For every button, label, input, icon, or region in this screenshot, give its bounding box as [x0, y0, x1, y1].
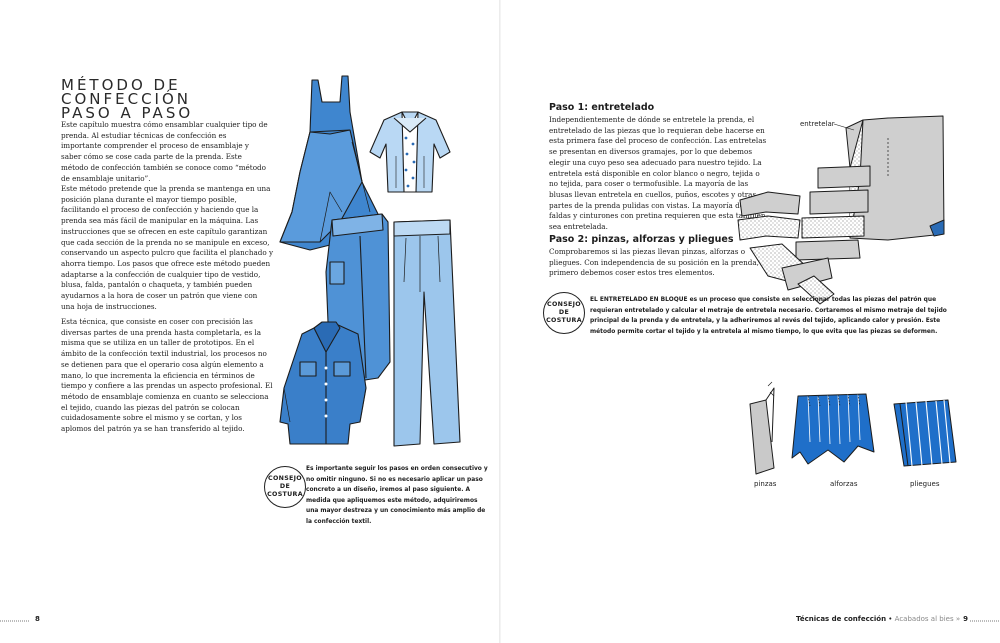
badge-line: COSTURA [267, 491, 303, 498]
step-2-heading: Paso 2: pinzas, alforzas y pliegues [549, 234, 734, 245]
footer-hatch [970, 620, 1000, 622]
running-footer-right: Técnicas de confección • Acabados al bie… [796, 615, 968, 623]
sewing-tip-text: Es importante seguir los pasos en orden … [306, 466, 488, 525]
footer-section: Técnicas de confección [796, 615, 887, 623]
page-gutter [499, 0, 501, 643]
blouse-drawing [369, 111, 451, 193]
badge-line: CONSEJO [547, 301, 581, 308]
badge-line: COSTURA [546, 317, 582, 324]
step-1-text: Independientemente de dónde se entretele… [549, 115, 767, 232]
trousers-drawing [393, 219, 461, 447]
badge-line: CONSEJO [268, 475, 302, 482]
darts-label: pinzas [754, 480, 777, 488]
intro-paragraph: Este capítulo muestra cómo ensamblar cua… [61, 120, 268, 183]
interface-label: entretelar [800, 120, 835, 128]
title-line: CONFECCIÓN [61, 90, 192, 109]
footer-separator: • [886, 615, 895, 623]
block-fusing-tip-text: EL ENTRETELADO EN BLOQUE es un proceso q… [590, 297, 947, 335]
footer-hatch [0, 620, 30, 622]
badge-line: DE [279, 483, 291, 490]
interfacing-illustration: entretelar [737, 115, 945, 305]
step-2-text: Comprobaremos si las piezas llevan pinza… [549, 247, 759, 278]
footer-arrow: » [953, 615, 961, 623]
sewing-tip-badge: CONSEJO DE COSTURA [264, 466, 306, 508]
page-number-right: 9 [963, 615, 968, 623]
technique-paragraph: Esta técnica, que consiste en coser con … [61, 317, 273, 434]
badge-line: DE [558, 309, 570, 316]
block-fusing-tip-badge: CONSEJO DE COSTURA [543, 292, 585, 334]
darts-tucks-pleats-illustration: pinzas alforzas pliegues [749, 381, 957, 488]
method-paragraph: Este método pretende que la prenda se ma… [61, 184, 274, 311]
page-number-left: 8 [35, 615, 40, 623]
jacket-drawing [279, 321, 367, 445]
title-line: PASO A PASO [61, 104, 194, 123]
pleats-label: pliegues [910, 480, 940, 488]
chapter-title: MÉTODO DE CONFECCIÓN PASO A PASO [61, 76, 291, 123]
step-1-heading: Paso 1: entretelado [549, 102, 655, 113]
dress-drawing [279, 75, 383, 251]
footer-subsection: Acabados al bies [894, 615, 954, 623]
tucks-label: alforzas [830, 480, 858, 488]
garments-illustration [279, 75, 461, 447]
title-line: MÉTODO DE [61, 76, 181, 95]
